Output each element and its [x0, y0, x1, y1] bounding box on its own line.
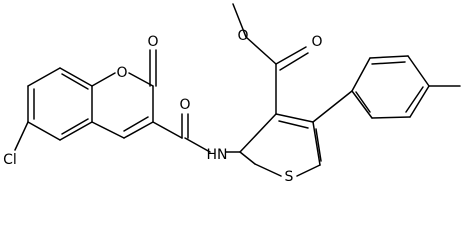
molecule-canvas: O O O HN Cl S O O: [3, 3, 461, 184]
methyl-ester-bonds: [232, 3, 309, 115]
atom-s-thiophene: S: [285, 169, 294, 184]
atom-cl: Cl: [3, 152, 17, 168]
amide-bonds: [152, 113, 211, 153]
atom-o-lactone-carbonyl: O: [147, 34, 158, 50]
coumarin-benzene-ring: [27, 67, 93, 141]
thiophene-ring: [225, 113, 322, 177]
tolyl-ring: [312, 55, 461, 123]
atom-o-lactone-ring: O: [116, 65, 127, 81]
chloro-bond: [14, 121, 29, 151]
structure-drawing: O O O HN Cl S O O: [3, 3, 461, 184]
atom-o-ester-carbonyl: O: [311, 34, 322, 50]
atom-nh-amide: HN: [207, 147, 228, 163]
coumarin-pyranone-ring: [91, 72, 154, 139]
atom-o-ester-ether: O: [237, 28, 248, 44]
atom-o-amide-carbonyl: O: [179, 97, 190, 113]
lactone-carbonyl-bond: [149, 49, 157, 87]
